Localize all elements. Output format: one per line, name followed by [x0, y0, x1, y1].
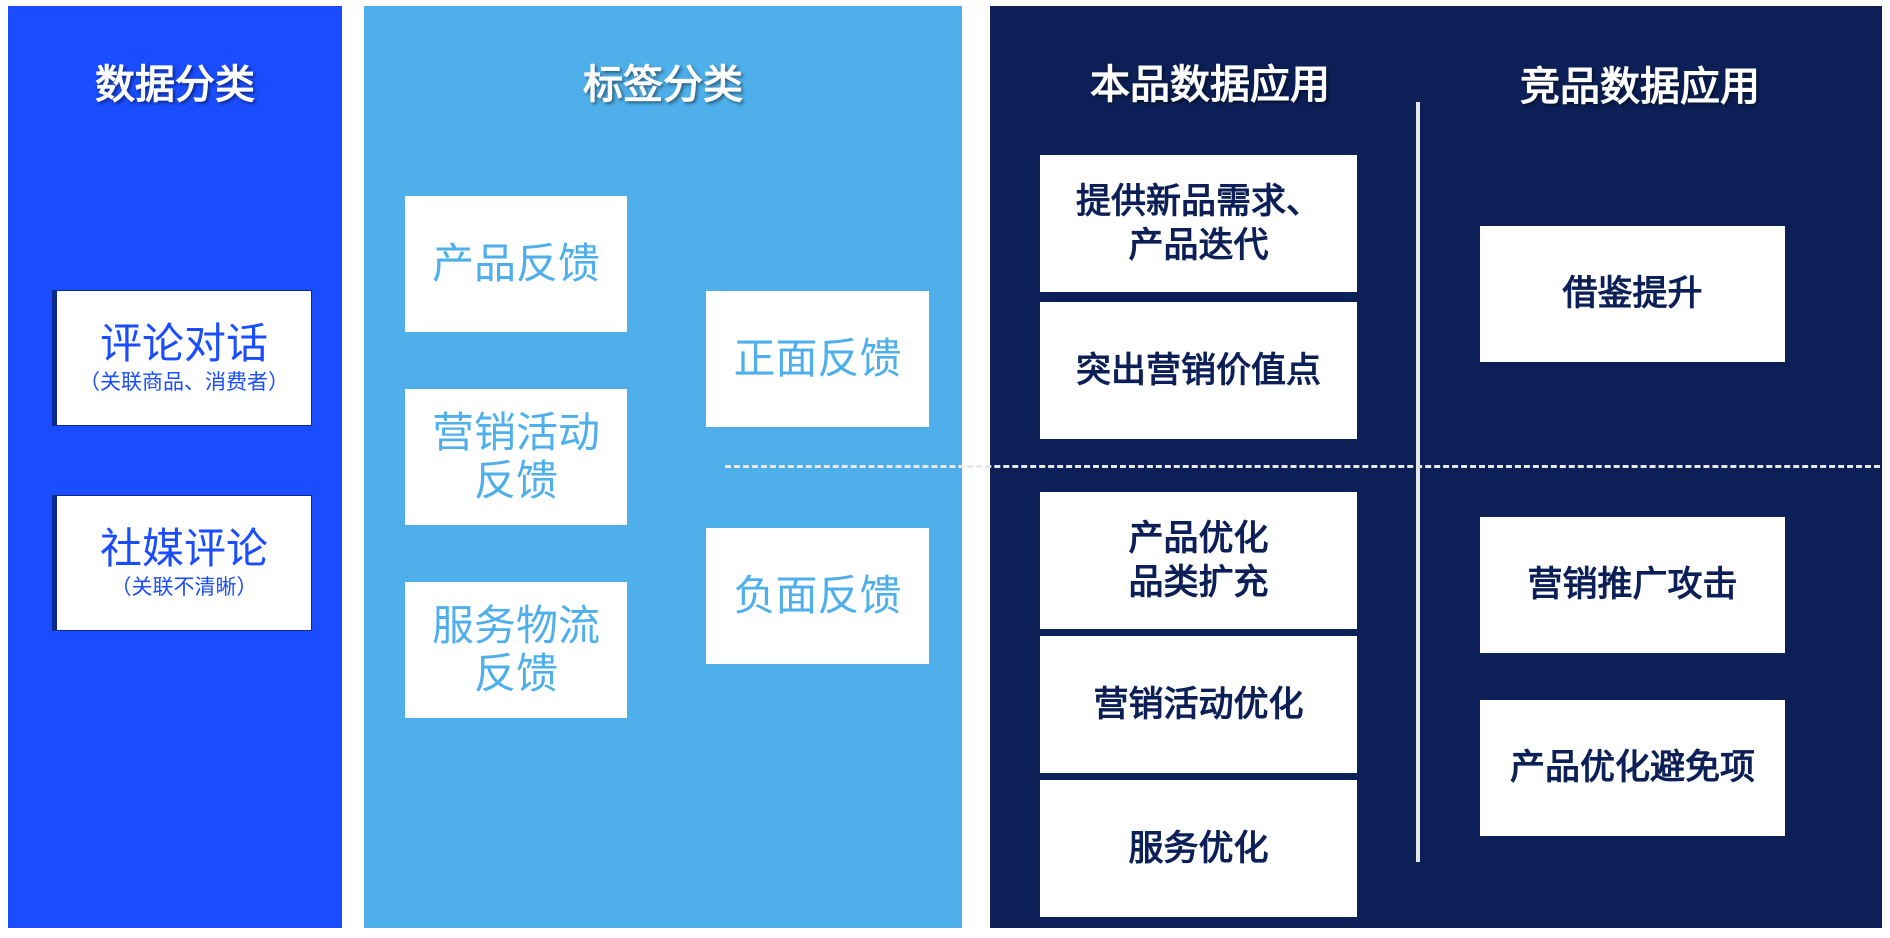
tag-category-title: 标签分类 [583, 62, 743, 108]
tag-product-feedback: 产品反馈 [405, 196, 627, 332]
data-item-comment-dialog: 评论对话 （关联商品、消费者） [56, 290, 312, 426]
competitor-app-marketing-attack: 营销推广攻击 [1480, 517, 1785, 653]
app-label: 提供新品需求、 产品迭代 [1075, 181, 1321, 266]
tag-service-logistics-feedback: 服务物流 反馈 [405, 582, 627, 718]
app-label: 营销推广攻击 [1527, 565, 1738, 605]
app-label: 借鉴提升 [1562, 274, 1703, 314]
data-item-label: 社媒评论 [99, 524, 268, 573]
app-label: 突出营销价值点 [1075, 350, 1321, 391]
data-category-panel [8, 6, 342, 928]
own-app-service-optimize: 服务优化 [1040, 780, 1357, 917]
own-competitor-divider [1416, 102, 1420, 862]
competitor-data-title: 竞品数据应用 [1520, 64, 1760, 110]
tag-label: 正面反馈 [733, 334, 902, 383]
data-item-social-comment: 社媒评论 （关联不清晰） [56, 495, 312, 631]
tag-positive-feedback: 正面反馈 [706, 291, 929, 427]
app-label: 服务优化 [1128, 828, 1269, 869]
data-category-title: 数据分类 [95, 62, 255, 108]
tag-label: 营销活动 反馈 [431, 408, 600, 505]
own-app-new-product: 提供新品需求、 产品迭代 [1040, 155, 1357, 292]
data-item-sublabel: （关联商品、消费者） [79, 370, 289, 394]
competitor-app-avoid-items: 产品优化避免项 [1480, 700, 1785, 836]
own-app-marketing-value: 突出营销价值点 [1040, 302, 1357, 439]
tag-negative-feedback: 负面反馈 [706, 528, 929, 664]
app-label: 产品优化 品类扩充 [1128, 518, 1269, 603]
data-item-sublabel: （关联不清晰） [110, 575, 258, 599]
own-app-product-optimize: 产品优化 品类扩充 [1040, 492, 1357, 629]
positive-negative-divider [725, 465, 1880, 468]
own-app-marketing-optimize: 营销活动优化 [1040, 636, 1357, 773]
tag-label: 负面反馈 [733, 571, 902, 620]
data-item-label: 评论对话 [99, 319, 268, 368]
app-label: 产品优化避免项 [1509, 748, 1755, 788]
tag-label: 服务物流 反馈 [431, 601, 600, 698]
own-data-title: 本品数据应用 [1090, 62, 1330, 108]
competitor-app-learn: 借鉴提升 [1480, 226, 1785, 362]
app-label: 营销活动优化 [1093, 684, 1304, 725]
tag-marketing-feedback: 营销活动 反馈 [405, 389, 627, 525]
tag-label: 产品反馈 [431, 239, 600, 288]
